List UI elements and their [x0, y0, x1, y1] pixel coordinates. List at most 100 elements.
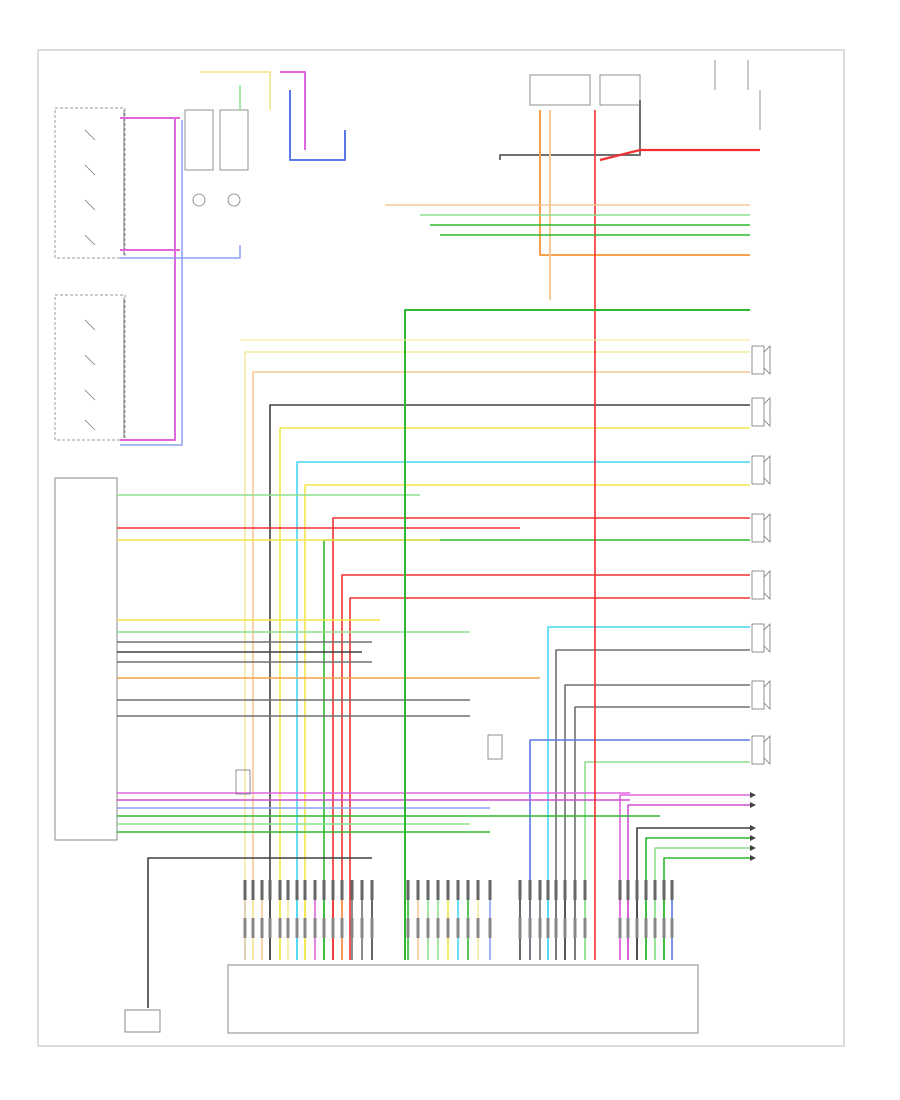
- connector-pin: [260, 880, 264, 900]
- connector-pin: [670, 918, 674, 938]
- connector-pin: [436, 918, 440, 938]
- connector-pin: [618, 880, 622, 900]
- connector-pin: [295, 918, 299, 938]
- connector-pin: [251, 918, 255, 938]
- harness-top-yellow: [200, 71, 271, 110]
- connector-pin: [466, 880, 470, 900]
- speaker-run-5: [304, 484, 750, 960]
- connector-pin: [644, 880, 648, 900]
- connector-pin: [370, 918, 374, 938]
- connector-pin: [416, 880, 420, 900]
- connector-pin: [476, 918, 480, 938]
- connector-pin: [331, 918, 335, 938]
- speaker-run-3: [279, 427, 750, 960]
- speaker-rf-tweeter: [751, 513, 771, 543]
- speaker-run-2: [269, 404, 750, 960]
- connector-pin: [554, 880, 558, 900]
- connector-pin: [466, 918, 470, 938]
- connector-pin: [313, 918, 317, 938]
- top-right-connectors: [529, 60, 761, 130]
- speaker-rf-door: [751, 455, 771, 485]
- antenna-module-box: [124, 1009, 161, 1033]
- connector-pin: [251, 880, 255, 900]
- speaker-run-12: [564, 684, 750, 960]
- connector-pin: [268, 918, 272, 938]
- speaker-run-4: [296, 461, 750, 960]
- connector-pin: [360, 880, 364, 900]
- speaker-lf-tweeter: [751, 345, 771, 375]
- ground-arrow: [750, 802, 756, 808]
- ground-arrow: [750, 792, 756, 798]
- left-switch-block-top: [54, 107, 126, 259]
- connector-pin: [618, 918, 622, 938]
- connector-pin: [528, 880, 532, 900]
- connector-pin: [518, 880, 522, 900]
- connector-pin: [350, 880, 354, 900]
- connector-pin: [573, 918, 577, 938]
- harness-top-blue: [289, 90, 346, 161]
- speaker-run-16: [619, 794, 750, 960]
- harness-bottom-blue: [120, 245, 241, 259]
- wire-layer: [117, 71, 760, 1008]
- connector-pin: [563, 918, 567, 938]
- ground-symbols: [235, 734, 503, 795]
- connector-pin: [331, 880, 335, 900]
- connector-pin: [670, 880, 674, 900]
- connector-pin: [476, 880, 480, 900]
- connector-pin: [446, 880, 450, 900]
- power-orange: [539, 110, 750, 256]
- connector-pin: [538, 918, 542, 938]
- connector-pin: [340, 880, 344, 900]
- ground-arrow: [750, 835, 756, 841]
- speaker-run-11: [555, 649, 750, 960]
- speaker-subwoofer: [751, 735, 771, 765]
- connector-pin: [554, 918, 558, 938]
- speaker-run-20: [654, 847, 750, 960]
- connector-pin: [446, 918, 450, 938]
- connector-pin: [406, 880, 410, 900]
- speaker-lr-door: [751, 623, 771, 653]
- connector-pin: [583, 880, 587, 900]
- ground-arrow: [750, 845, 756, 851]
- antenna-feed: [147, 857, 372, 1008]
- harness-pink-drop: [120, 118, 176, 441]
- connector-pin: [313, 880, 317, 900]
- connector-pin: [426, 918, 430, 938]
- radio-module-box: [54, 477, 118, 841]
- connector-pin: [528, 918, 532, 938]
- connector-pin: [488, 918, 492, 938]
- speaker-run-14: [529, 739, 750, 960]
- harness-blue-drop: [120, 120, 183, 446]
- connector-pin: [286, 918, 290, 938]
- harness-top-pink2: [280, 71, 306, 150]
- speaker-lf-door: [751, 397, 771, 427]
- speaker-rr-door: [751, 570, 771, 600]
- connector-pin: [370, 880, 374, 900]
- connector-pin: [303, 918, 307, 938]
- speaker-run-1: [252, 371, 750, 960]
- connector-pin: [488, 880, 492, 900]
- connector-pin: [260, 918, 264, 938]
- connector-pin: [583, 918, 587, 938]
- speaker-rr-rear: [751, 680, 771, 710]
- connector-pin: [243, 918, 247, 938]
- connector-pin: [322, 918, 326, 938]
- connector-pin: [635, 880, 639, 900]
- power-gray: [499, 100, 641, 160]
- connector-pin: [563, 880, 567, 900]
- connector-pin: [546, 918, 550, 938]
- connector-pin: [268, 880, 272, 900]
- speaker-run-0: [244, 351, 750, 960]
- ground-group-upper: [750, 792, 756, 808]
- ground-arrow: [750, 825, 756, 831]
- connector-pin: [278, 880, 282, 900]
- connector-pin: [456, 880, 460, 900]
- connector-pin: [426, 880, 430, 900]
- connector-pin: [644, 918, 648, 938]
- connector-pin: [635, 918, 639, 938]
- connector-pin: [278, 918, 282, 938]
- connector-pin: [626, 880, 630, 900]
- diagram-frame: [37, 49, 845, 1047]
- ignition-green: [404, 309, 750, 960]
